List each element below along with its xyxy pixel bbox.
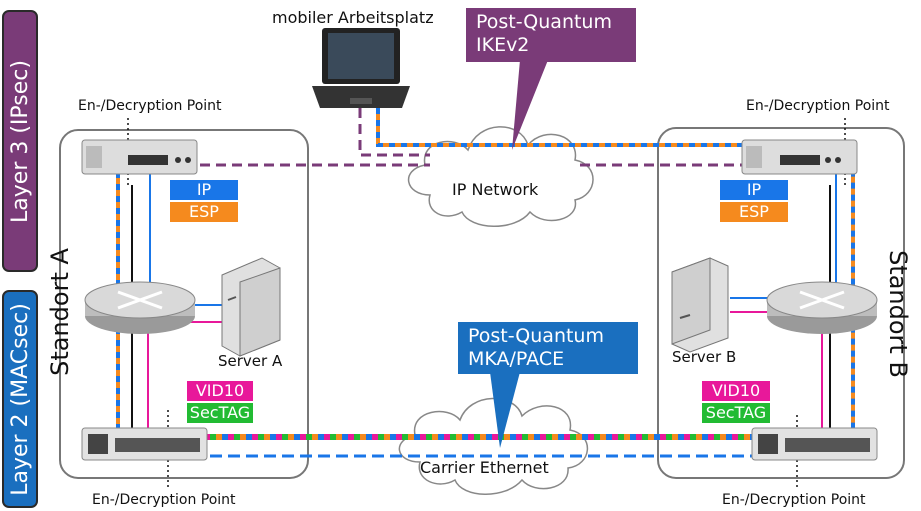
ipsec-gateway-b bbox=[741, 139, 858, 175]
ikev2-callout: Post-Quantum IKEv2 bbox=[466, 8, 636, 62]
ip-header-tag-b: IP bbox=[720, 180, 788, 200]
esp-header-tag-b: ESP bbox=[720, 202, 788, 222]
server-a-label: Server A bbox=[218, 352, 283, 370]
vid-tag-b: VID10 bbox=[702, 381, 770, 401]
layer-2-label: Layer 2 (MACsec) bbox=[7, 302, 33, 496]
encryption-point-bottom-left: En-/Decryption Point bbox=[92, 492, 236, 508]
macsec-switch-b bbox=[751, 427, 878, 461]
mka-callout-line2: MKA/PACE bbox=[468, 348, 565, 370]
ip-network-cloud bbox=[407, 126, 594, 227]
site-a-box bbox=[59, 129, 309, 479]
ipsec-gateway-a bbox=[81, 139, 198, 175]
macsec-link bbox=[150, 434, 810, 440]
layer-2-tab: Layer 2 (MACsec) bbox=[2, 290, 38, 508]
router-b bbox=[766, 281, 878, 334]
mka-callout-line1: Post-Quantum bbox=[468, 325, 604, 347]
server-a-icon bbox=[221, 257, 281, 357]
layer-3-tab: Layer 3 (IPsec) bbox=[2, 10, 38, 272]
ip-header-tag-a: IP bbox=[170, 180, 238, 200]
mobile-workstation-label: mobiler Arbeitsplatz bbox=[272, 8, 434, 27]
laptop-icon bbox=[312, 28, 410, 108]
router-a bbox=[84, 281, 196, 334]
macsec-switch-a bbox=[81, 427, 208, 461]
site-b-box bbox=[657, 127, 905, 479]
mka-callout: Post-Quantum MKA/PACE bbox=[458, 322, 638, 374]
vid-tag-a: VID10 bbox=[187, 381, 253, 401]
server-b-icon bbox=[671, 257, 729, 353]
encryption-point-top-right: En-/Decryption Point bbox=[746, 98, 890, 114]
encryption-point-bottom-right: En-/Decryption Point bbox=[722, 492, 866, 508]
ikev2-callout-pointer bbox=[512, 60, 548, 150]
mka-callout-pointer bbox=[490, 372, 520, 448]
ikev2-callout-line2: IKEv2 bbox=[476, 34, 530, 56]
encryption-point-top-left: En-/Decryption Point bbox=[78, 98, 222, 114]
ip-network-label: IP Network bbox=[452, 180, 539, 199]
site-a-label: Standort A bbox=[46, 248, 74, 376]
carrier-ethernet-cloud bbox=[398, 397, 589, 495]
carrier-ethernet-label: Carrier Ethernet bbox=[420, 458, 549, 477]
ikev2-callout-line1: Post-Quantum bbox=[476, 11, 612, 33]
server-b-label: Server B bbox=[672, 348, 737, 366]
esp-header-tag-a: ESP bbox=[170, 202, 238, 222]
layer-3-label: Layer 3 (IPsec) bbox=[7, 59, 33, 223]
sectag-tag-b: SecTAG bbox=[702, 403, 770, 423]
ipsec-tunnel bbox=[200, 108, 760, 167]
sectag-tag-a: SecTAG bbox=[187, 403, 253, 423]
site-b-label: Standort B bbox=[884, 250, 912, 378]
